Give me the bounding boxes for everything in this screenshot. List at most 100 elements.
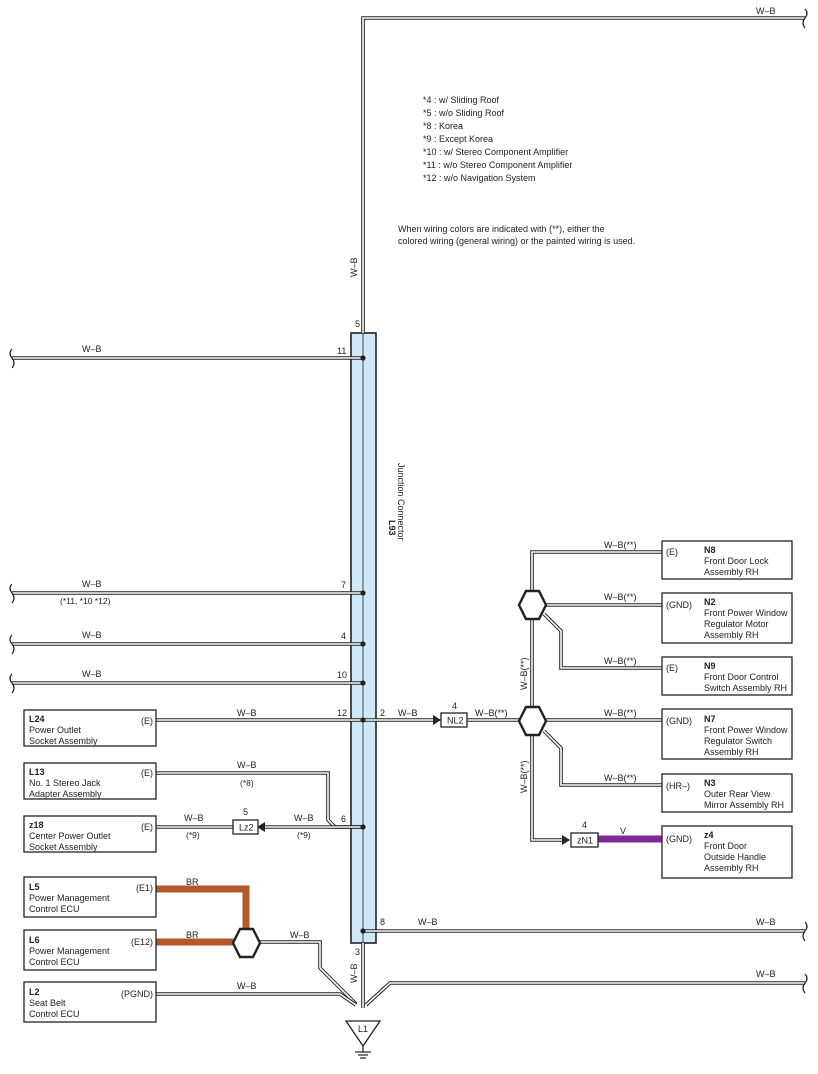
connector-lz2-label: Lz2 [239,823,254,833]
wire-break-icon [802,973,808,994]
component-l6: L6 Power Management Control ECU (E12) [23,929,157,971]
wiring-color-note: When wiring colors are indicated with (*… [398,224,635,246]
component-name: Control ECU [29,1009,80,1019]
wire-label: W–B [756,969,776,979]
wire-break-icon [9,348,15,369]
wire-break-icon [9,673,15,694]
note-line: When wiring colors are indicated with (*… [398,224,605,234]
component-name: Power Management [29,893,110,903]
wire-label: W–B [294,813,314,823]
wire-label: V [620,826,626,836]
note-line: colored wiring (general wiring) or the p… [398,236,635,246]
junction-connector-body [350,332,377,944]
component-name: Power Management [29,946,110,956]
component-name: No. 1 Stereo Jack [29,778,101,788]
component-code: N8 [704,545,716,555]
wire-right-trunk [530,620,562,842]
wire-label: W–B [184,813,204,823]
component-code: L2 [29,987,40,997]
pin-number: 12 [337,708,347,718]
component-name: Assembly RH [704,630,759,640]
component-n2: (GND) N2 Front Power Window Regulator Mo… [661,592,793,644]
component-code: N9 [704,661,716,671]
component-code: N3 [704,778,716,788]
component-name: Assembly RH [704,567,759,577]
connector-lz2-pin: 5 [243,807,248,817]
component-name: Mirror Assembly RH [704,800,784,810]
note-line: *9 : Except Korea [423,134,493,144]
wire-label: W–B [82,669,102,679]
wire-label: W–B(**) [604,708,637,718]
wire-note: (*9) [186,830,200,840]
note-line: *5 : w/o Sliding Roof [423,108,505,118]
connector-zn1-pin: 4 [582,820,587,830]
component-code: L13 [29,767,45,777]
component-z18: z18 Center Power Outlet Socket Assembly … [23,815,157,853]
wire-break-icon [9,583,15,604]
component-terminal: (GND) [666,716,692,726]
pin-number: 8 [380,917,385,927]
wire-note: (*9) [297,830,311,840]
note-line: *12 : w/o Navigation System [423,173,536,183]
wire-right-ground [364,981,805,1007]
component-terminal: (E12) [131,937,153,947]
connector-zn1-label: zN1 [577,836,593,846]
component-name: Adapter Assembly [29,789,102,799]
ground-label: L1 [358,1024,368,1034]
component-l2: L2 Seat Belt Control ECU (PGND) [23,981,157,1023]
note-line: *11 : w/o Stereo Component Amplifier [423,160,572,170]
wire-note: (*8) [240,778,254,788]
splice-ground-icon [231,927,262,959]
wire-label: W–B [756,6,776,16]
note-line: *8 : Korea [423,121,463,131]
wire-label: W–B(**) [604,656,637,666]
junction-name: Junction Connector [396,463,406,541]
arrow-right-icon [562,835,570,845]
component-terminal: (E1) [136,883,153,893]
component-terminal: (E) [666,547,678,557]
component-name: Outer Rear View [704,789,771,799]
wire-label: W–B [82,579,102,589]
pin-number: 4 [341,631,346,641]
wire-label: W–B [349,257,359,277]
component-n3: (HR–) N3 Outer Rear View Mirror Assembly… [661,773,793,813]
component-name: Regulator Switch [704,736,772,746]
wire-l6-ground [258,940,358,1006]
wire-label: W–B [82,630,102,640]
component-n9: (E) N9 Front Door Control Switch Assembl… [661,656,793,696]
component-code: N7 [704,714,716,724]
component-terminal: (GND) [666,600,692,610]
note-line: *4 : w/ Sliding Roof [423,95,500,105]
component-name: Center Power Outlet [29,831,111,841]
connector-nl2 [440,712,468,728]
arrow-right-icon [433,715,441,725]
pin-number: 10 [337,670,347,680]
arrow-left-icon [257,822,265,832]
component-name: Front Door Control [704,672,779,682]
component-terminal: (GND) [666,834,692,844]
pin-number: 3 [355,947,360,957]
component-terminal: (PGND) [121,989,153,999]
wire-label: W–B [398,708,418,718]
component-name: Front Power Window [704,725,788,735]
component-name: Front Power Window [704,608,788,618]
component-name: Power Outlet [29,725,82,735]
component-code: z18 [29,820,44,830]
wire-right-upper [530,550,662,670]
component-l13: L13 No. 1 Stereo Jack Adapter Assembly (… [23,762,157,800]
wire-label: BR [186,877,199,887]
pin-number: 6 [341,814,346,824]
wire-l2-ground [156,992,358,1007]
note-line: *10 : w/ Stereo Component Amplifier [423,147,568,157]
connector-lz2 [232,819,259,835]
pin-number: 7 [341,580,346,590]
wire-label: W–B(**) [604,592,637,602]
splice-lower-icon [517,705,548,737]
wire-label: W–B [237,708,257,718]
component-terminal: (E) [141,822,153,832]
wire-label: W–B(**) [604,773,637,783]
connector-nl2-pin: 4 [452,701,457,711]
component-name: Front Door Lock [704,556,769,566]
wire-label: W–B(**) [475,708,508,718]
